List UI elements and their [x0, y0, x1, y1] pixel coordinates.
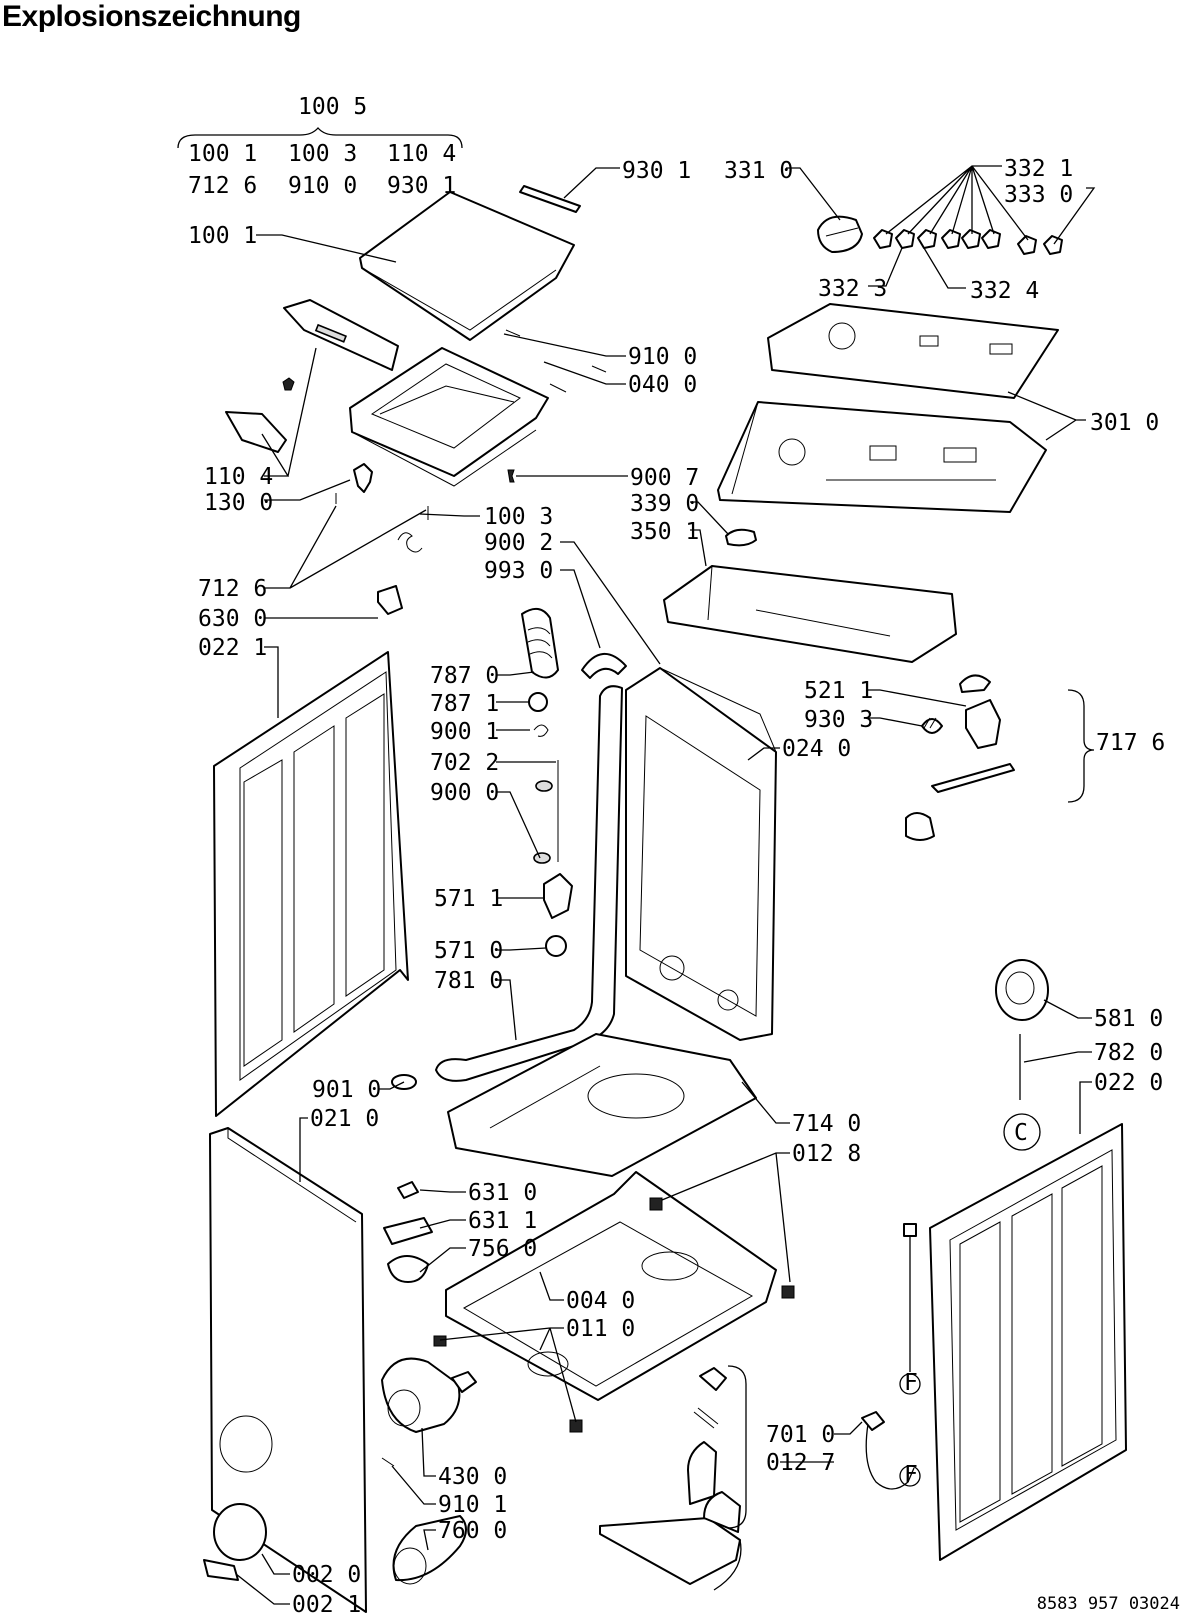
- lid-part: [359, 191, 575, 341]
- part-labels: 930 1 331 0 332 1 333 0 332 3 332 4 100 …: [188, 156, 1165, 1617]
- marker-f-1-label: F: [904, 1370, 918, 1396]
- part-label: 900 1: [430, 719, 499, 745]
- group-cell-1-1: 100 1: [188, 141, 257, 167]
- part-label: 781 0: [434, 968, 503, 994]
- part-label: 022 1: [198, 635, 267, 661]
- bellows-part: [521, 607, 559, 864]
- part-label: 787 1: [430, 691, 499, 717]
- group-cell-1-3: 110 4: [387, 141, 456, 167]
- part-label: 430 0: [438, 1464, 507, 1490]
- rear-frame: [625, 667, 777, 1041]
- part-label: 002 0: [292, 1562, 361, 1588]
- lock-group: [905, 674, 1095, 841]
- button-keys: [873, 229, 1063, 255]
- pulley-part: [995, 959, 1049, 1100]
- part-label: 630 0: [198, 606, 267, 632]
- part-label: 930 1: [622, 158, 691, 184]
- part-label: 022 0: [1094, 1070, 1163, 1096]
- part-label: 110 4: [204, 464, 273, 490]
- part-label: 900 7: [630, 465, 699, 491]
- part-label: 521 1: [804, 678, 873, 704]
- part-label: 900 2: [484, 530, 553, 556]
- electronics-module: [663, 565, 957, 663]
- leader-lines: [235, 165, 1096, 1605]
- control-panel-housing: [717, 401, 1047, 513]
- part-label: 002 1: [292, 1592, 361, 1617]
- trim-part: [283, 299, 399, 371]
- part-label: 339 0: [630, 491, 699, 517]
- part-label: 040 0: [628, 372, 697, 398]
- part-label: 910 1: [438, 1492, 507, 1518]
- part-label: 756 0: [468, 1236, 537, 1262]
- part-label: 993 0: [484, 558, 553, 584]
- part-label: 717 6: [1096, 730, 1165, 756]
- bottom-frame: [433, 1171, 795, 1433]
- part-label: 021 0: [310, 1106, 379, 1132]
- marker-c-label: C: [1014, 1120, 1028, 1146]
- part-label: 581 0: [1094, 1006, 1163, 1032]
- group-cell-2-1: 712 6: [188, 173, 257, 199]
- part-label: 332 4: [970, 278, 1039, 304]
- foil-panel: [767, 303, 1059, 399]
- part-label: 631 1: [468, 1208, 537, 1234]
- part-label: 930 3: [804, 707, 873, 733]
- side-panel-right: [929, 1123, 1127, 1561]
- part-label: 004 0: [566, 1288, 635, 1314]
- front-panel: [209, 1127, 367, 1613]
- part-label: 100 3: [484, 504, 553, 530]
- page-title: Explosionszeichnung: [2, 0, 301, 33]
- marker-f-2: F: [899, 1462, 921, 1488]
- part-label: 332 1: [1004, 156, 1073, 182]
- strip-part: [519, 185, 581, 213]
- part-label: 332 3: [818, 276, 887, 302]
- part-label: 024 0: [782, 736, 851, 762]
- part-label: 571 1: [434, 886, 503, 912]
- part-label: 631 0: [468, 1180, 537, 1206]
- part-label: 130 0: [204, 490, 273, 516]
- group-brace: [177, 127, 463, 149]
- lid-frame-part: [349, 347, 549, 487]
- part-label: 712 6: [198, 576, 267, 602]
- part-label: 571 0: [434, 938, 503, 964]
- part-label: 714 0: [792, 1111, 861, 1137]
- group-cell-1-2: 100 3: [288, 141, 357, 167]
- part-label: 701 0: [766, 1422, 835, 1448]
- part-label: 787 0: [430, 663, 499, 689]
- part-label: 702 2: [430, 750, 499, 776]
- hinge-part: [225, 377, 429, 553]
- pump-part: [381, 1357, 477, 1433]
- document-number: 8583 957 03024: [1036, 1594, 1180, 1614]
- side-panel-left: [213, 651, 409, 1117]
- part-label: 100 1: [188, 223, 257, 249]
- marker-c: C: [1003, 1113, 1041, 1151]
- knob-part: [817, 215, 863, 253]
- part-label: 350 1: [630, 519, 699, 545]
- drain-parts: [599, 1365, 747, 1591]
- part-label: 760 0: [438, 1518, 507, 1544]
- group-label-header: 100 5: [298, 94, 367, 120]
- part-label: 012 7: [766, 1450, 835, 1476]
- part-label: 782 0: [1094, 1040, 1163, 1066]
- group-cell-2-2: 910 0: [288, 173, 357, 199]
- part-label: 301 0: [1090, 410, 1159, 436]
- marker-f-1: F: [899, 1223, 921, 1396]
- group-label: 100 5 100 1 100 3 110 4 712 6 910 0 930 …: [177, 94, 463, 199]
- part-label: 012 8: [792, 1141, 861, 1167]
- part-label: 901 0: [312, 1077, 381, 1103]
- part-label: 900 0: [430, 780, 499, 806]
- part-label: 910 0: [628, 344, 697, 370]
- part-label: 331 0: [724, 158, 793, 184]
- part-label: 011 0: [566, 1316, 635, 1342]
- part-label: 333 0: [1004, 182, 1073, 208]
